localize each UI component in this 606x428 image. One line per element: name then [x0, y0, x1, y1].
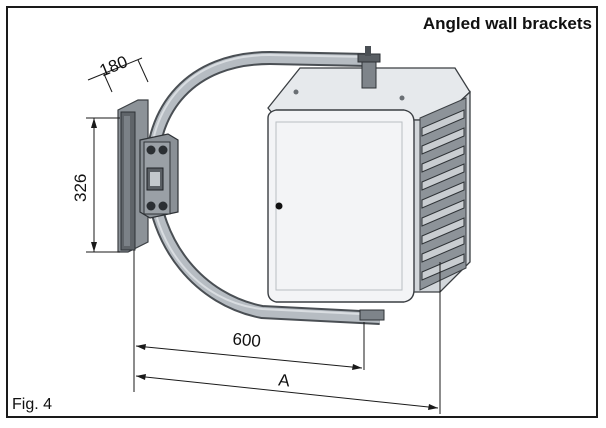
- top-mount-bolt: [357, 46, 381, 89]
- bottom-mount-end: [359, 309, 385, 321]
- dimension-depth-label: 180: [97, 52, 130, 80]
- dimension-arrows: [91, 118, 438, 410]
- figure-title: Angled wall brackets: [422, 14, 592, 33]
- wall-plate: [117, 99, 149, 253]
- dimension-total-label: A: [277, 370, 291, 390]
- louver-grille: [419, 97, 467, 291]
- dimension-arm-label: 600: [232, 329, 262, 350]
- figure-label: Fig. 4: [12, 396, 53, 413]
- dimension-height-label: 326: [71, 174, 90, 202]
- clamp-block: [139, 133, 179, 219]
- dimension-lines: [86, 57, 441, 414]
- heater-unit: [267, 67, 471, 303]
